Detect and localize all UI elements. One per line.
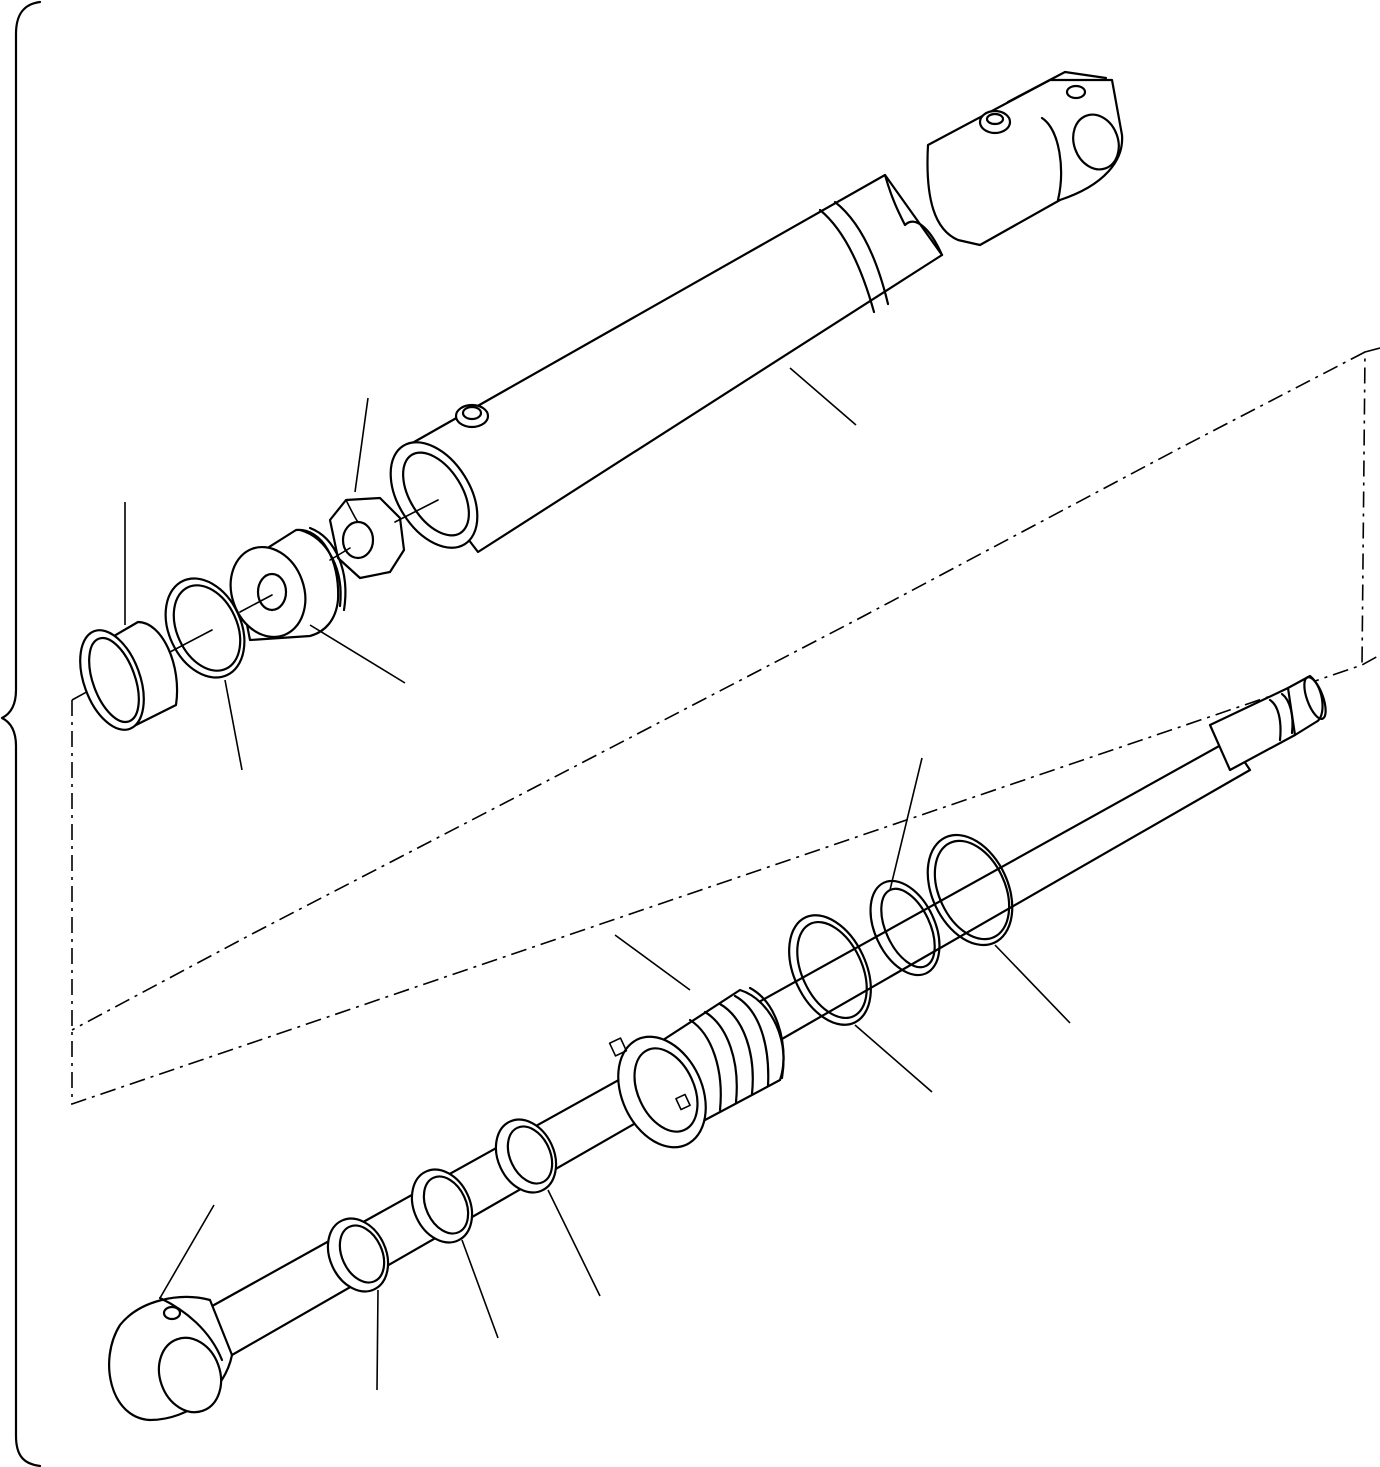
assembly-boundary-line-right xyxy=(1361,347,1380,666)
rod-ring-1 xyxy=(326,1217,390,1293)
leader-lines xyxy=(124,367,1071,1391)
o-ring-3 xyxy=(926,833,1014,947)
piston-nut xyxy=(328,496,406,580)
rod-ring-3 xyxy=(494,1118,558,1194)
assembly-boundary-line-top xyxy=(71,351,1366,1031)
rod-gland xyxy=(608,986,785,1149)
o-ring-1 xyxy=(788,914,872,1026)
assembly-boundary-line xyxy=(71,654,1380,1106)
group-brace xyxy=(0,0,42,1467)
cylinder-clevis xyxy=(926,70,1124,247)
piston-seal-ring xyxy=(164,577,246,679)
axis-line xyxy=(239,594,273,613)
axis-line xyxy=(329,547,351,561)
axis-line xyxy=(169,629,213,653)
rod-ring-2 xyxy=(410,1168,474,1244)
piston xyxy=(229,526,347,642)
axis-line xyxy=(394,499,439,523)
wear-ring xyxy=(79,620,179,731)
assembly-boundary-line-upper xyxy=(71,687,95,701)
cylinder-tube xyxy=(389,173,944,554)
